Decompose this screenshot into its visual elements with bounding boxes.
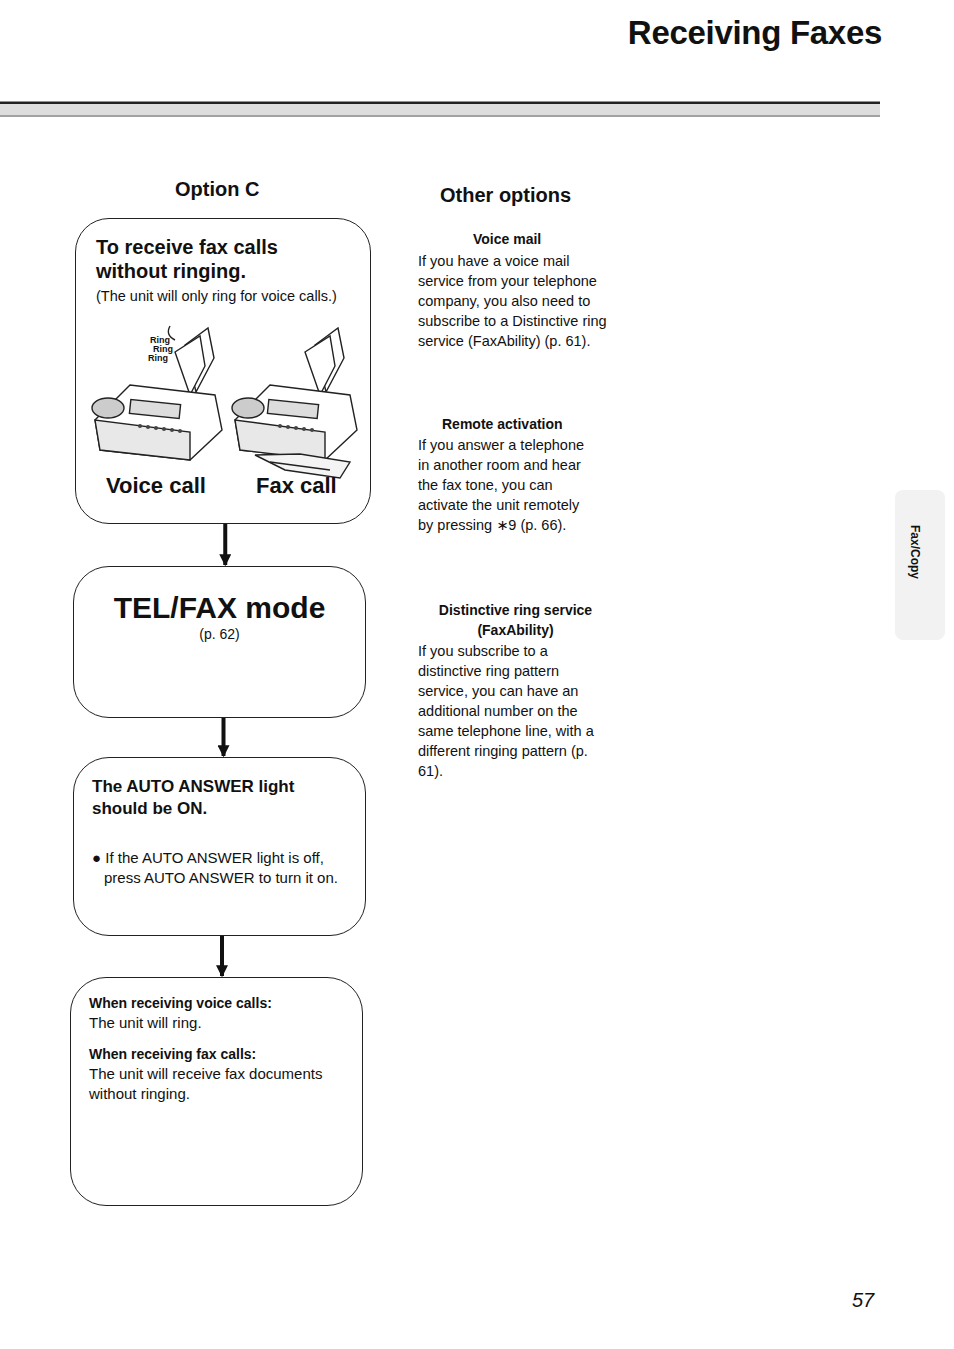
option-heading: Voice mail — [473, 231, 593, 247]
header-band — [0, 104, 880, 115]
page-number: 57 — [852, 1289, 892, 1312]
ring-sound: Ring — [153, 344, 193, 354]
flow-box: The AUTO ANSWER light should be ON. ● If … — [73, 757, 366, 936]
box-heading: When receiving voice calls: — [89, 994, 348, 1013]
box-text: Fax call — [256, 473, 337, 499]
flow-box: TEL/FAX mode(p. 62) — [73, 566, 366, 718]
box-text: (p. 62) — [86, 625, 353, 643]
option-body: If you subscribe to a distinctive ring p… — [418, 641, 606, 781]
box-text: The unit will receive fax documents with… — [89, 1064, 348, 1104]
box-heading: TEL/FAX mode — [86, 591, 353, 625]
side-tab-label: Fax/Copy — [908, 507, 922, 597]
flow-connector — [223, 524, 227, 565]
box-heading: To receive fax calls without ringing. — [96, 235, 352, 283]
header-rule — [0, 115, 880, 116]
ring-sound: Ring — [150, 335, 190, 345]
box-text: ● If the AUTO ANSWER light is off, press… — [92, 848, 351, 888]
box-text: The unit will ring. — [89, 1013, 348, 1033]
fax-machine-illustration — [92, 326, 222, 460]
option-body: If you answer a telephone in another roo… — [418, 435, 588, 535]
fax-machine-illustration — [232, 328, 357, 478]
flow-box: To receive fax calls without ringing. (Th… — [75, 218, 371, 524]
section-heading: Option C — [175, 178, 295, 201]
option-body: If you have a voice mail service from yo… — [418, 251, 610, 351]
flow-connector — [222, 718, 226, 756]
box-text: When receiving fax calls: — [89, 1045, 348, 1064]
flow-box: When receiving voice calls:The unit will… — [70, 977, 363, 1206]
page-title: Receiving Faxes — [628, 14, 882, 52]
box-heading: The AUTO ANSWER light should be ON. — [92, 776, 351, 820]
ring-sound: Ring — [148, 353, 188, 363]
section-heading: Other options — [440, 184, 610, 207]
box-text: (The unit will only ring for voice calls… — [96, 287, 352, 306]
box-text: Voice call — [106, 473, 206, 499]
flow-connector — [220, 936, 224, 976]
option-heading: Distinctive ring service (FaxAbility) — [418, 600, 613, 640]
option-heading: Remote activation — [442, 416, 602, 432]
side-tab — [895, 490, 945, 640]
